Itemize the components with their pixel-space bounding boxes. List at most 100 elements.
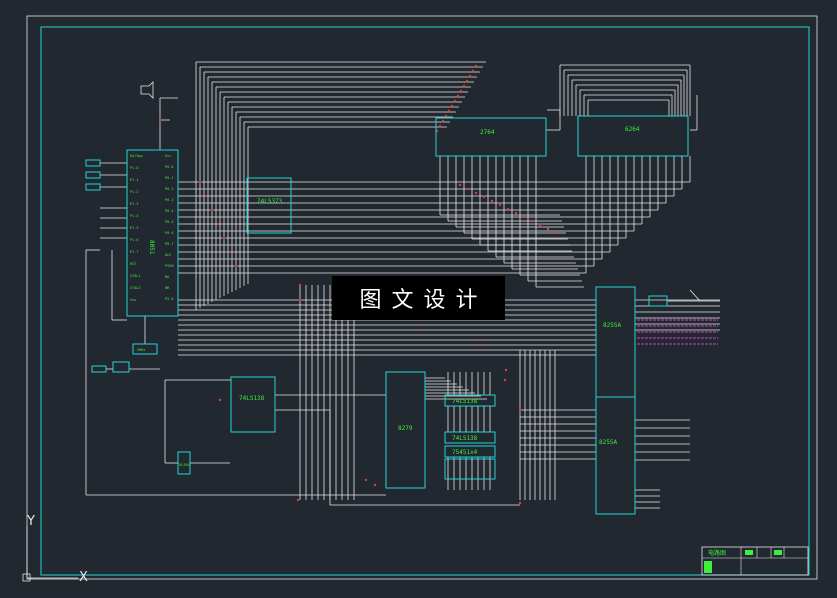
ucs-x-label: X	[79, 570, 88, 585]
junction-dot	[554, 231, 558, 235]
mcu-pin-label: P0.2	[165, 187, 173, 191]
mcu-pin-label: P1.6	[130, 238, 138, 242]
mcu-pins-left: EA/VppP1.0P1.1P1.2P1.3P1.4P1.5P1.6P1.7RS…	[130, 154, 143, 302]
junction-dot	[158, 118, 162, 122]
mcu-pin-label: P0.3	[165, 198, 173, 202]
mcu-pin-label: XTAL1	[130, 274, 141, 278]
led-array	[444, 458, 496, 480]
inner-frame	[40, 26, 810, 576]
chip-dec-label: 74LS138	[239, 395, 265, 402]
junction-dot	[218, 398, 222, 402]
junction-dot	[514, 211, 518, 215]
mcu-pin-label: ALE	[165, 253, 171, 257]
junction-dot	[478, 343, 482, 347]
chip-ppi2-label: 8255A	[599, 439, 617, 446]
titleblock-name: 电路图	[708, 549, 726, 557]
chip-gate: 74LS04	[177, 451, 191, 475]
junction-dot	[204, 194, 208, 198]
mcu-pin-label: P1.3	[130, 202, 138, 206]
input-box-4	[91, 365, 107, 373]
chip-ppi1: 8255A	[595, 286, 636, 398]
chip-drv1-label: 74LS138	[452, 398, 478, 405]
chip-drv3: 75451x4	[444, 445, 496, 458]
junction-dot	[522, 215, 526, 219]
junction-dot	[538, 223, 542, 227]
chip-eprom2: 6264	[577, 115, 689, 157]
ucs-icon: Y X	[22, 514, 88, 585]
mcu-pin-label: PSEN	[165, 264, 173, 268]
mcu-pin-label: P2.0	[165, 297, 173, 301]
mcu-pin-label: Vcc	[165, 154, 171, 158]
chip-osc-label: 2MHz	[137, 348, 145, 352]
junction-dot	[216, 222, 220, 226]
junction-dot	[471, 69, 475, 73]
mcu-pins-right: VccP0.0P0.1P0.2P0.3P0.4P0.5P0.6P0.7ALEPS…	[165, 154, 173, 301]
mcu-pin-label: P0.7	[165, 242, 173, 246]
junction-dot	[456, 94, 460, 98]
chip-gate-label: 74LS04	[177, 463, 190, 467]
chip-ppi1-label: 8255A	[603, 322, 621, 329]
junction-dot	[210, 208, 214, 212]
mcu-pin-label: P0.4	[165, 209, 173, 213]
input-box-3	[85, 183, 101, 191]
junction-dot	[504, 368, 508, 372]
junction-dot	[518, 501, 522, 505]
chip-kbd: 8279	[385, 371, 426, 489]
mcu-pin-label: P1.1	[130, 178, 138, 182]
junction-dot	[198, 180, 202, 184]
junction-dot	[373, 483, 377, 487]
junction-dot	[228, 250, 232, 254]
mcu-pin-label: Vss	[130, 298, 136, 302]
chip-ppi2: 8255A	[595, 396, 636, 515]
chip-kbd-label: 8279	[398, 425, 413, 432]
mcu-pin-label: XTAL2	[130, 286, 141, 290]
mcu-pin-label: RD	[165, 275, 169, 279]
chip-eprom1: 2764	[435, 117, 547, 157]
junction-dot	[222, 236, 226, 240]
chip-eprom2-label: 6264	[625, 126, 640, 133]
junction-dot	[468, 74, 472, 78]
chip-latch: 74LS373	[246, 177, 292, 234]
junction-dot	[506, 207, 510, 211]
wire-group	[85, 61, 720, 509]
mcu-pin-label: EA/Vpp	[130, 154, 143, 158]
mcu-pin-label: P1.4	[130, 214, 138, 218]
mcu-pin-label: WR	[165, 286, 170, 290]
junction-dot	[490, 199, 494, 203]
junction-dot	[546, 227, 550, 231]
relay-box	[648, 295, 668, 307]
junction-dot	[462, 84, 466, 88]
junction-dot	[453, 99, 457, 103]
mcu-pin-label: P1.2	[130, 190, 138, 194]
junction-dot	[298, 283, 302, 287]
junction-dot	[418, 328, 422, 332]
junction-dot	[474, 64, 478, 68]
outer-frame	[26, 15, 818, 580]
junction-dot	[296, 498, 300, 502]
mcu-pin-label: P1.5	[130, 226, 138, 230]
mcu-pin-label: P1.0	[130, 166, 138, 170]
pink-signal-lines	[637, 319, 718, 345]
junction-group	[158, 64, 558, 505]
junction-dot	[465, 79, 469, 83]
junction-dot	[438, 124, 442, 128]
chip-dec: 74LS138	[230, 376, 276, 433]
mcu-pin-label: P0.5	[165, 220, 173, 224]
junction-dot	[444, 114, 448, 118]
chip-drv2-label: 74LS138	[452, 435, 478, 442]
watermark-banner: 图文设计	[332, 276, 505, 320]
input-box-2	[85, 171, 101, 179]
chip-mcu: 8051 EA/VppP1.0P1.1P1.2P1.3P1.4P1.5P1.6P…	[126, 149, 179, 317]
junction-dot	[466, 187, 470, 191]
junction-dot	[459, 89, 463, 93]
title-block: 电路图	[701, 546, 809, 576]
watermark-text: 图文设计	[359, 288, 488, 313]
chip-drv1: 74LS138	[444, 394, 496, 407]
junction-dot	[530, 219, 534, 223]
mcu-pin-label: P0.6	[165, 231, 173, 235]
junction-dot	[450, 104, 454, 108]
mcu-pin-label: RST	[130, 262, 137, 266]
junction-dot	[298, 298, 302, 302]
chip-osc: 2MHz	[132, 343, 158, 355]
